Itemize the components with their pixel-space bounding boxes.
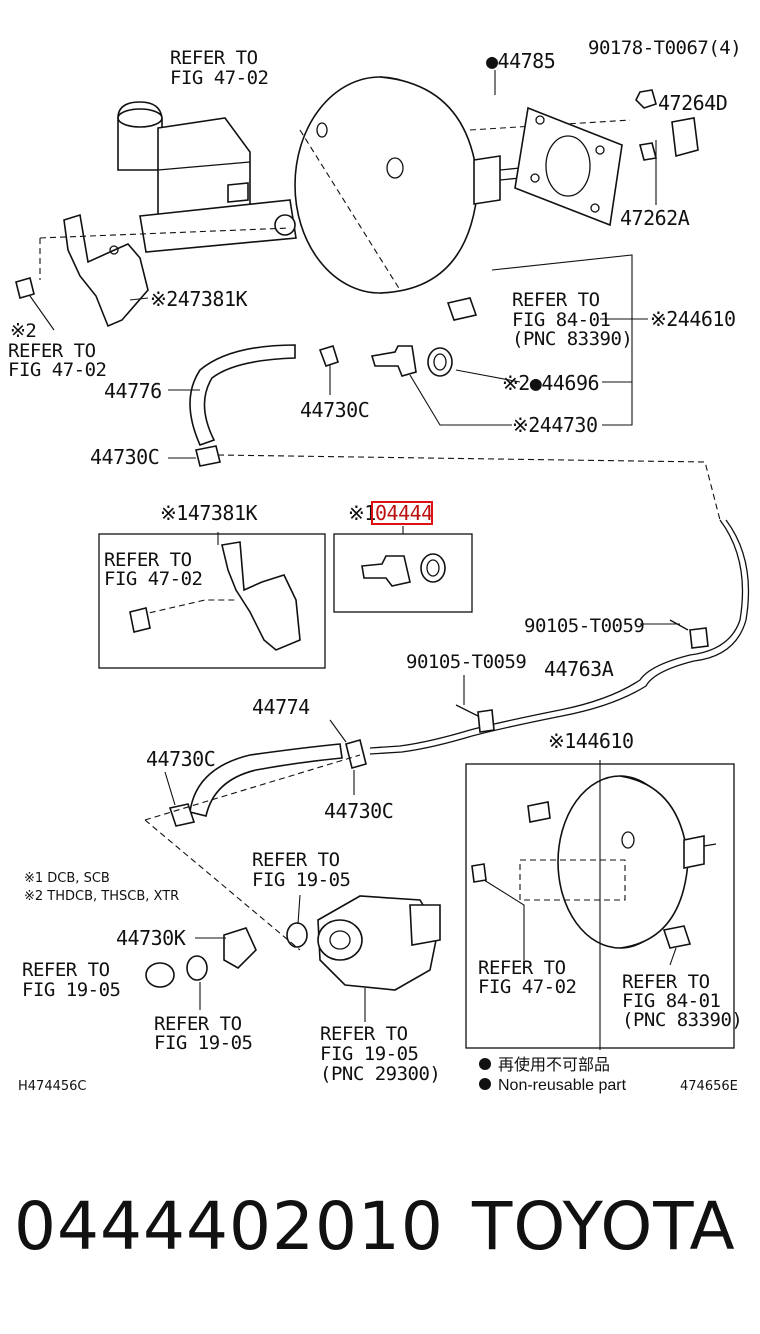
label-refer-47-02-top-2: FIG 47-02 [170,67,268,89]
label-refer-47-02-top-1: REFER TO [170,47,258,69]
label-refer-84-01-3: (PNC 83390) [512,328,632,350]
inset-box-47381K [98,533,326,669]
label-refer-left-2: REFER TO [8,340,96,362]
label-refer-84-01-1: REFER TO [512,289,600,311]
label-44730C-a: 44730C [300,398,369,422]
note-1: ※1 DCB, SCB [24,871,110,886]
inset-box-04444 [333,533,473,613]
label-box1-refer-1: REFER TO [104,549,192,571]
label-90178: 90178-T0067(4) [588,37,741,59]
label-44610-box: ※144610 [548,729,634,753]
highlight-04444 [371,501,433,525]
label-refer-19-05-bottom-2: FIG 19-05 [154,1032,252,1054]
label-44696: ※2●44696 [502,371,599,395]
check-valve-44730 [370,297,478,377]
label-47264D: 47264D [658,91,727,115]
label-box-refer-84-01-2: FIG 84-01 [622,990,721,1012]
label-47381K-main: ※247381K [150,287,248,311]
label-refer-19-05-left-1: REFER TO [22,959,110,981]
brand-name: TOYOTA [472,1188,736,1265]
legend-dot-2 [479,1078,491,1090]
label-refer-19-05-bottom-1: REFER TO [154,1013,242,1035]
note-2: ※2 THDCB, THSCB, XTR [24,889,179,904]
label-44730C-d: 44730C [324,799,393,823]
code-left: H474456C [18,1079,86,1094]
label-refer-19-05-pump-1: REFER TO [320,1023,408,1045]
vacuum-pump [144,754,441,991]
label-box-refer-47-02-2: FIG 47-02 [478,976,576,998]
label-refer-19-05-top-2: FIG 19-05 [252,869,350,891]
label-44763A: 44763A [544,657,614,681]
label-44730C-b: 44730C [90,445,159,469]
part-number: 0444402010 [14,1188,444,1265]
gasket-plate [514,106,623,227]
label-refer-84-01-2: FIG 84-01 [512,309,611,331]
brake-booster-main [294,76,631,294]
label-47381K-box: ※147381K [160,501,258,525]
legend-cn: 再使用不可部品 [498,1056,610,1074]
hose-44774 [168,739,367,827]
code-right: 474656E [680,1079,738,1094]
master-cylinder [117,101,386,253]
label-refer-19-05-left-2: FIG 19-05 [22,979,120,1001]
label-90105-mid: 90105-T0059 [406,651,526,673]
label-90105-right: 90105-T0059 [524,615,644,637]
label-refer-19-05-pump-3: (PNC 29300) [320,1063,440,1085]
label-box-refer-47-02-1: REFER TO [478,957,566,979]
label-refer-19-05-top-1: REFER TO [252,849,340,871]
leader-lines [29,70,680,1050]
label-refer-left-3: FIG 47-02 [8,359,106,381]
label-44785: ●44785 [486,49,555,73]
hose-44776 [189,344,339,467]
vacuum-pipe-44763A [217,454,750,755]
bracket-47381K [15,213,291,328]
label-44774: 44774 [252,695,310,719]
label-44730C-c: 44730C [146,747,215,771]
labels: REFER TO FIG 47-02 ●44785 90178-T0067(4)… [8,37,743,1094]
nut-47262A [635,89,699,161]
label-refer-19-05-pump-2: FIG 19-05 [320,1043,418,1065]
label-44776: 44776 [104,379,162,403]
label-refer-left-1: ※2 [10,320,36,342]
legend-en: Non-reusable part [498,1077,627,1094]
label-box-refer-84-01-1: REFER TO [622,971,710,993]
label-47262A: 47262A [620,206,690,230]
label-box1-refer-2: FIG 47-02 [104,568,202,590]
label-44730: ※244730 [512,413,598,437]
label-04444-code: 04444 [375,501,433,525]
inset-box-44610 [465,763,735,1049]
label-44730K: 44730K [116,926,186,950]
label-44610-main: ※244610 [650,307,736,331]
label-box-refer-84-01-3: (PNC 83390) [622,1009,742,1031]
legend-dot-1 [479,1058,491,1070]
